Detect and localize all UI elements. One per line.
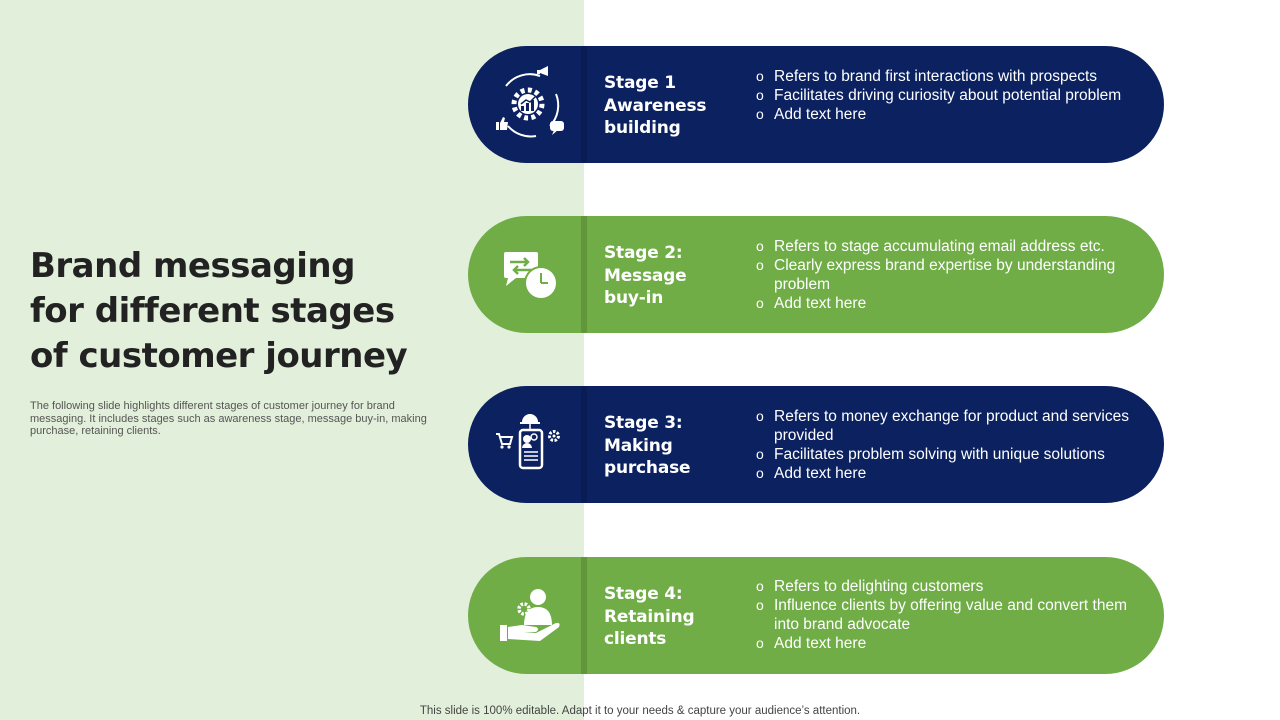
- awareness-gear-icon: [488, 64, 568, 144]
- slide-footer: This slide is 100% editable. Adapt it to…: [419, 705, 861, 717]
- stage-4-bullets: Refers to delighting customers Influence…: [754, 577, 1144, 653]
- bullet-item: Refers to brand first interactions with …: [754, 67, 1144, 86]
- stage-title-3: Stage 3: Making purchase: [604, 413, 691, 478]
- stage-2-bullets: Refers to stage accumulating email addre…: [754, 237, 1144, 313]
- card-divider: [581, 46, 587, 163]
- stage-title-2: Stage 2: Message buy-in: [604, 243, 687, 308]
- stage-card-1: Stage 1 Awareness building Refers to bra…: [468, 46, 1164, 163]
- card-divider: [581, 216, 587, 333]
- bullet-item: Facilitates problem solving with unique …: [754, 445, 1144, 464]
- title-line-1: Brand messaging: [30, 246, 355, 286]
- stage-title-4: Stage 4: Retaining clients: [604, 584, 695, 649]
- bullet-item: Add text here: [754, 294, 1144, 313]
- slide-description: The following slide highlights different…: [30, 400, 427, 437]
- title-line-2: for different stages: [30, 291, 395, 331]
- stage-card-2: Stage 2: Message buy-in Refers to stage …: [468, 216, 1164, 333]
- card-divider: [581, 557, 587, 674]
- hand-person-icon: [488, 575, 568, 655]
- slide-title: Brand messaging for different stages of …: [30, 244, 450, 379]
- bullet-item: Clearly express brand expertise by under…: [754, 256, 1144, 294]
- stage-1-bullets: Refers to brand first interactions with …: [754, 67, 1144, 124]
- bullet-item: Refers to money exchange for product and…: [754, 407, 1144, 445]
- card-divider: [581, 386, 587, 503]
- bullet-item: Influence clients by offering value and …: [754, 596, 1144, 634]
- stage-card-4: Stage 4: Retaining clients Refers to del…: [468, 557, 1164, 674]
- stage-card-3: Stage 3: Making purchase Refers to money…: [468, 386, 1164, 503]
- bullet-item: Refers to stage accumulating email addre…: [754, 237, 1144, 256]
- bullet-item: Add text here: [754, 464, 1144, 483]
- bullet-item: Add text here: [754, 105, 1144, 124]
- message-clock-icon: [488, 234, 568, 314]
- title-line-3: of customer journey: [30, 336, 408, 376]
- bullet-item: Refers to delighting customers: [754, 577, 1144, 596]
- stage-title-1: Stage 1 Awareness building: [604, 73, 707, 138]
- bullet-item: Add text here: [754, 634, 1144, 653]
- mobile-purchase-icon: [488, 404, 568, 484]
- stage-3-bullets: Refers to money exchange for product and…: [754, 407, 1144, 483]
- bullet-item: Facilitates driving curiosity about pote…: [754, 86, 1144, 105]
